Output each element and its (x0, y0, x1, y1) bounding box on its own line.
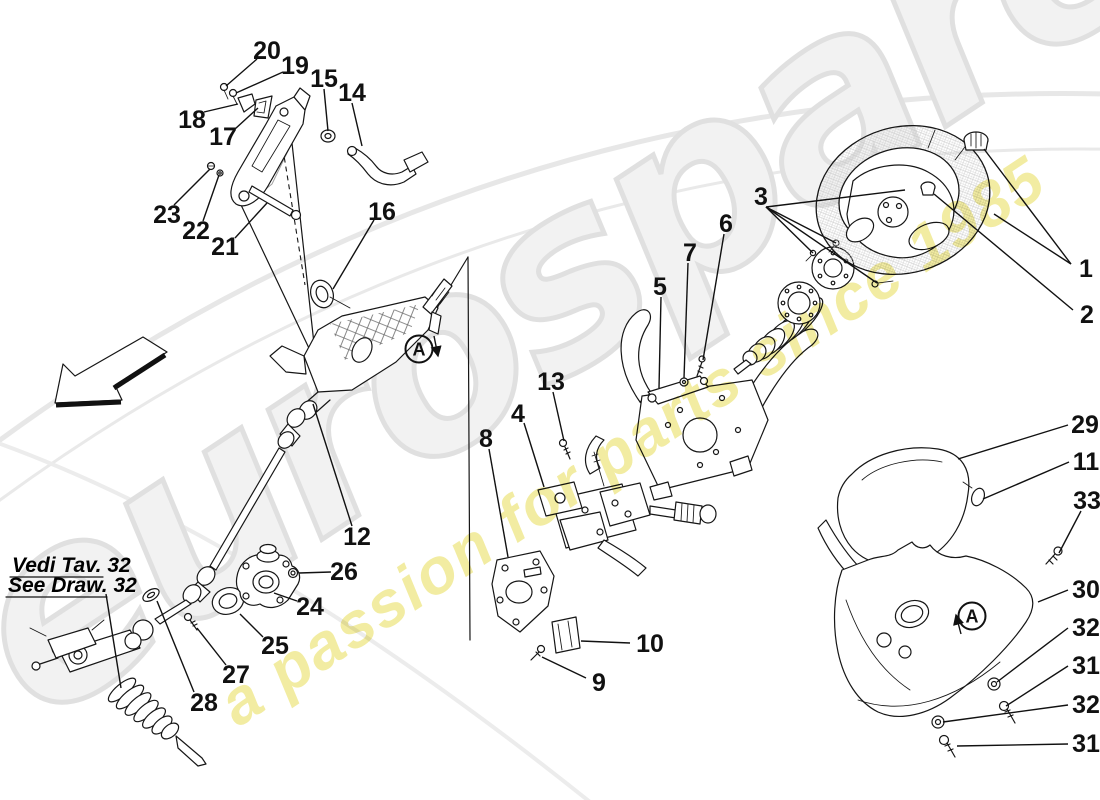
leader-line (323, 88, 329, 132)
callout-32: 32 (1072, 691, 1100, 719)
leader-line (765, 189, 906, 208)
see-drawing-note: Vedi Tav. 32 See Draw. 32 (5, 554, 137, 598)
leader-line (488, 448, 509, 558)
leader-line (541, 656, 587, 679)
callout-4: 4 (511, 400, 525, 428)
leader-line (957, 424, 1069, 460)
view-marker-arrow (953, 613, 964, 635)
callout-11: 11 (1073, 448, 1100, 476)
leader-line (351, 102, 363, 147)
leader-line (993, 213, 1072, 265)
leader-line (156, 600, 195, 693)
callout-24: 24 (296, 593, 324, 621)
steering-column-drawing (154, 256, 471, 641)
callout-8: 8 (479, 425, 493, 453)
callout-29: 29 (1071, 411, 1099, 439)
leader-line (234, 202, 268, 239)
callout-21: 21 (211, 233, 239, 261)
leader-line (312, 403, 353, 527)
callout-32: 32 (1072, 614, 1100, 642)
upper-bracket-drawing (206, 82, 429, 364)
leader-line (225, 58, 258, 87)
leader-line (1005, 665, 1069, 707)
leader-line (234, 107, 259, 130)
callout-25: 25 (261, 632, 289, 660)
note-leader-line (105, 593, 122, 689)
callout-23: 23 (153, 201, 181, 229)
leader-line (1037, 589, 1069, 603)
callout-33: 33 (1073, 487, 1100, 515)
callout-31: 31 (1072, 730, 1100, 758)
leader-line (683, 262, 689, 379)
callout-17: 17 (209, 123, 237, 151)
column-shrouds-drawing (817, 447, 1063, 758)
leader-line (552, 391, 565, 442)
callout-1: 1 (1079, 255, 1093, 283)
callout-31: 31 (1072, 652, 1100, 680)
callout-14: 14 (338, 79, 366, 107)
callout-20: 20 (253, 37, 281, 65)
leader-line (298, 571, 332, 574)
note-line-italian: Vedi Tav. 32 (12, 554, 131, 577)
leader-line (580, 640, 631, 644)
leader-line (523, 422, 545, 488)
view-marker-label: A (966, 607, 979, 627)
coupling-flange-drawing (211, 543, 301, 615)
leader-line (658, 296, 662, 389)
column-fork-drawing (584, 183, 912, 501)
leader-line (982, 461, 1070, 500)
leader-line (765, 206, 878, 284)
callout-13: 13 (537, 368, 565, 396)
leader-line (983, 148, 1072, 265)
callout-16: 16 (368, 198, 396, 226)
leader-line (933, 193, 1074, 311)
leader-line (196, 627, 227, 666)
callout-layer: 1234567891011121314151617181920212223242… (105, 37, 1100, 758)
leader-line (942, 704, 1069, 723)
steering-wheel-drawing (815, 124, 991, 276)
direction-arrow (54, 336, 168, 408)
leader-line (202, 174, 220, 222)
callout-7: 7 (683, 239, 697, 267)
leader-line (203, 103, 239, 113)
leader-line (173, 168, 211, 206)
leader-line (956, 743, 1069, 747)
view-marker-label: A (413, 340, 426, 360)
leader-line (273, 592, 298, 602)
leader-line (702, 233, 725, 361)
callout-26: 26 (330, 558, 358, 586)
callout-5: 5 (653, 273, 667, 301)
leader-line (235, 71, 284, 94)
callout-9: 9 (592, 669, 606, 697)
callout-22: 22 (182, 217, 210, 245)
callout-30: 30 (1072, 576, 1100, 604)
leader-line (765, 206, 814, 254)
callout-12: 12 (343, 523, 371, 551)
switch-assembly-drawing (491, 438, 717, 661)
view-marker-arrow (430, 335, 442, 358)
callout-28: 28 (190, 689, 218, 717)
steering-rack-drawing (29, 588, 207, 767)
callout-27: 27 (222, 661, 250, 689)
leader-line (332, 219, 375, 290)
leader-line (765, 206, 837, 244)
callout-19: 19 (281, 52, 309, 80)
leader-line (996, 627, 1069, 683)
callout-10: 10 (636, 630, 664, 658)
note-line-english: See Draw. 32 (8, 574, 137, 597)
leader-line (239, 613, 264, 638)
callout-6: 6 (719, 210, 733, 238)
leader-line (1058, 510, 1082, 554)
callout-3: 3 (754, 183, 768, 211)
callout-2: 2 (1080, 301, 1094, 329)
callout-15: 15 (310, 65, 338, 93)
callout-18: 18 (178, 106, 206, 134)
